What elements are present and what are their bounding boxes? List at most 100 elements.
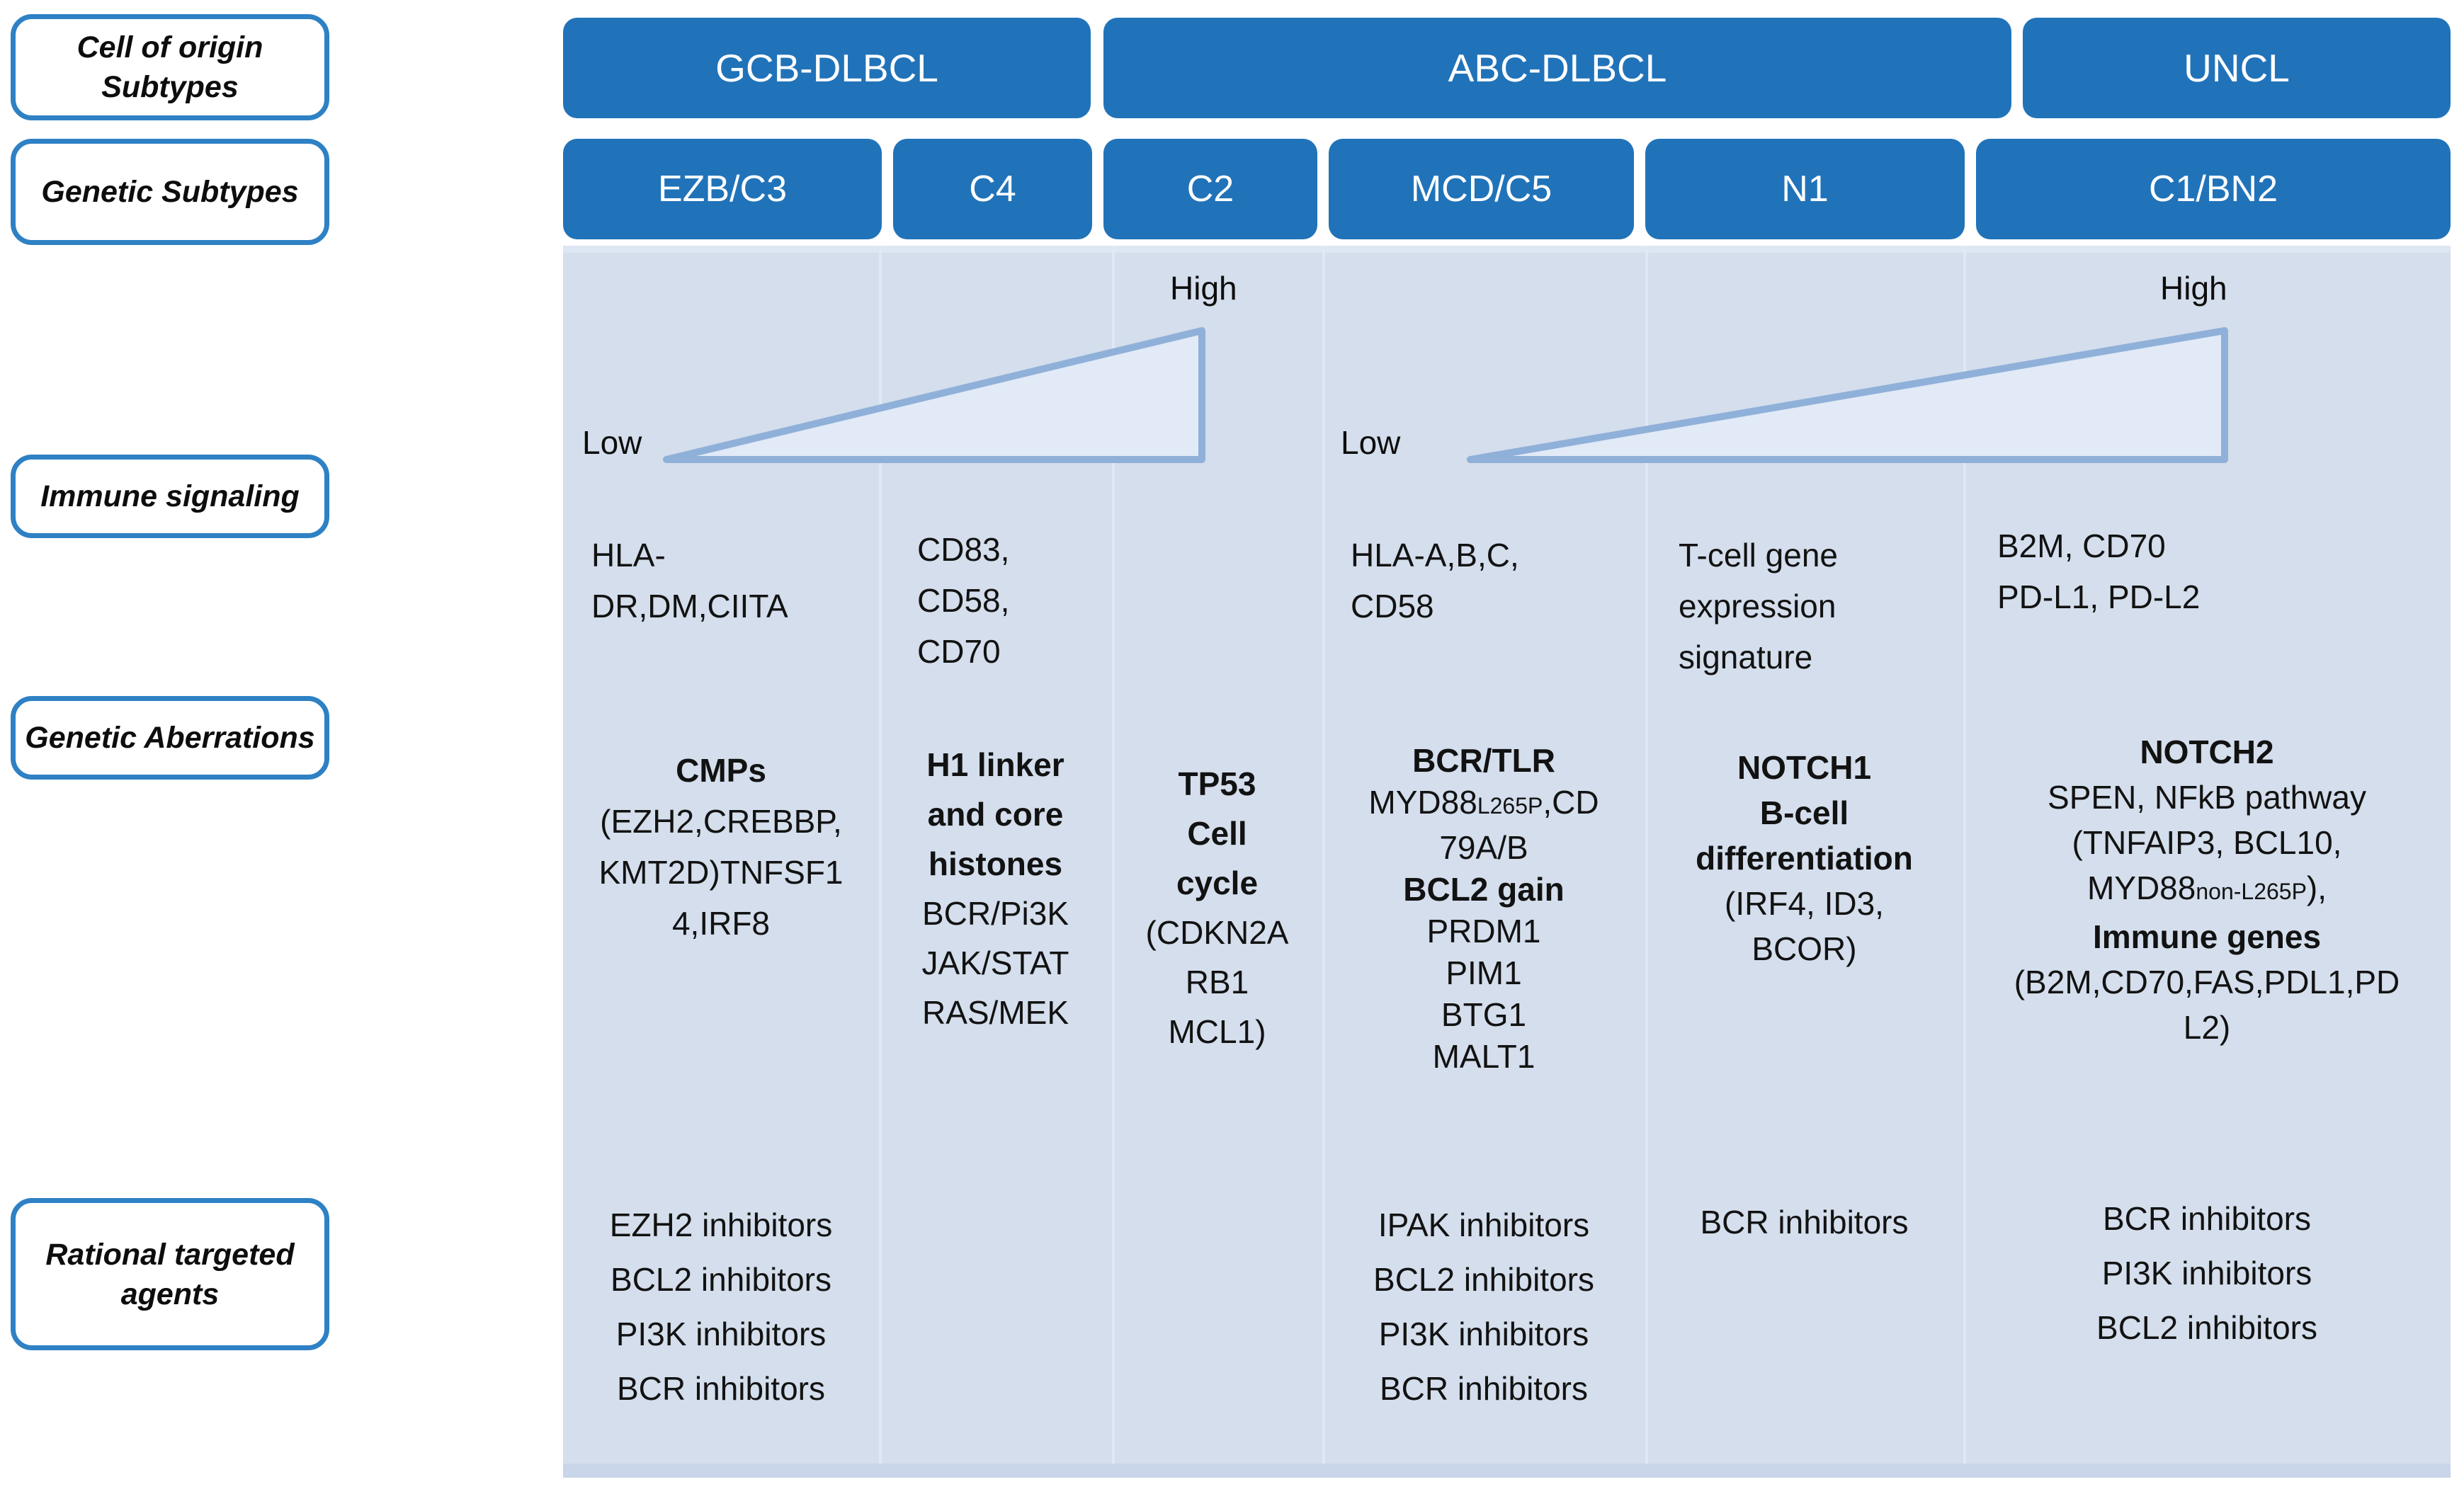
aberrations-line: histones bbox=[928, 845, 1063, 882]
aberrations-line: (EZH2,CREBBP, bbox=[600, 803, 842, 840]
aberrations-line: 4,IRF8 bbox=[671, 905, 771, 942]
aberrations-line: differentiation bbox=[1696, 840, 1913, 877]
aberrations-line: BCR/TLR bbox=[1412, 742, 1555, 779]
immune-line: CD58, bbox=[917, 582, 1010, 619]
agents-line: PI3K inhibitors bbox=[615, 1316, 827, 1352]
panel-bottom-edge bbox=[563, 1464, 2451, 1478]
row-label-rational-targeted-agents: Rational targeted agents bbox=[11, 1198, 329, 1350]
column-divider bbox=[1112, 246, 1115, 1478]
aberrations-line: cycle bbox=[1176, 865, 1259, 901]
aberrations-line: BCR/Pi3K bbox=[921, 895, 1069, 932]
aberrations-line: RAS/MEK bbox=[921, 994, 1069, 1031]
immune-line: T-cell gene bbox=[1679, 537, 1839, 574]
aberrations-line: BTG1 bbox=[1441, 996, 1527, 1033]
immune-line: CD70 bbox=[917, 633, 1001, 670]
subtype-header-c2: C2 bbox=[1103, 139, 1317, 239]
agents-line: BCR inhibitors bbox=[2103, 1200, 2311, 1237]
agents-line: BCL2 inhibitors bbox=[611, 1261, 831, 1298]
subtype-header-n1: N1 bbox=[1645, 139, 1965, 239]
aberrations-line: L2) bbox=[2183, 1009, 2231, 1046]
column-divider bbox=[1645, 246, 1648, 1478]
aberrations-line: 79A/B bbox=[1439, 829, 1528, 866]
immune-signaling-mcd-c5: HLA-A,B,C, CD58 bbox=[1322, 530, 1645, 632]
aberrations-line: and core bbox=[927, 796, 1064, 833]
aberrations-line: MYD88L265P,CD bbox=[1322, 782, 1645, 827]
immune-line: HLA-A,B,C, bbox=[1351, 537, 1519, 574]
subtype-header-ezb-c3: EZB/C3 bbox=[563, 139, 882, 239]
targeted-agents-n1: BCR inhibitors bbox=[1645, 1195, 1963, 1250]
immune-line: B2M, CD70 bbox=[1997, 528, 2166, 564]
immune-line: DR,DM,CIITA bbox=[591, 588, 788, 625]
aberrations-line: SPEN, NFkB pathway bbox=[2048, 779, 2366, 816]
subtype-header-mcd-c5: MCD/C5 bbox=[1329, 139, 1634, 239]
immune-signaling-c4: CD83, CD58, CD70 bbox=[889, 524, 1112, 677]
agents-line: BCL2 inhibitors bbox=[1373, 1261, 1594, 1298]
agents-line: BCR inhibitors bbox=[617, 1370, 825, 1407]
aberrations-line: B-cell bbox=[1759, 794, 1849, 831]
aberrations-line: (B2M,CD70,FAS,PDL1,PD bbox=[2014, 964, 2400, 1000]
aberrations-line: Immune genes bbox=[2092, 918, 2322, 955]
gradient-low-label-right: Low bbox=[1341, 424, 1401, 461]
aberrations-line: H1 linker bbox=[926, 746, 1064, 783]
gradient-high-label-left: High bbox=[1170, 270, 1237, 307]
agents-line: BCL2 inhibitors bbox=[2096, 1309, 2317, 1346]
immune-line: CD58 bbox=[1351, 588, 1434, 625]
row-label-genetic-aberrations: Genetic Aberrations bbox=[11, 696, 329, 780]
aberrations-line: MCL1) bbox=[1168, 1013, 1266, 1050]
row-label-genetic-subtypes: Genetic Subtypes bbox=[11, 139, 329, 245]
aberrations-line: TP53 bbox=[1178, 765, 1256, 802]
gene-text: L265P bbox=[1477, 793, 1543, 819]
aberrations-line: PRDM1 bbox=[1426, 913, 1541, 950]
aberrations-line: (TNFAIP3, BCL10, bbox=[2072, 824, 2342, 861]
subtype-header-c4: C4 bbox=[893, 139, 1092, 239]
gene-text: ), bbox=[2306, 869, 2327, 906]
immune-line: HLA- bbox=[591, 537, 666, 574]
header-gcb-dlbcl: GCB-DLBCL bbox=[563, 18, 1091, 118]
aberrations-line: RB1 bbox=[1185, 964, 1249, 1000]
gradient-low-label-left: Low bbox=[582, 424, 642, 461]
gene-text: MYD88 bbox=[1368, 784, 1477, 821]
subtype-header-c1-bn2: C1/BN2 bbox=[1976, 139, 2451, 239]
gene-text: ,CD bbox=[1543, 784, 1599, 821]
immune-signaling-ezb-c3: HLA- DR,DM,CIITA bbox=[563, 530, 879, 632]
aberrations-line: PIM1 bbox=[1446, 954, 1522, 991]
agents-line: BCR inhibitors bbox=[1380, 1370, 1588, 1407]
header-abc-dlbcl: ABC-DLBCL bbox=[1103, 18, 2011, 118]
gene-text: non-L265P bbox=[2196, 879, 2307, 904]
gene-text: MYD88 bbox=[2087, 869, 2196, 906]
immune-line: expression bbox=[1679, 588, 1836, 625]
aberrations-line: (IRF4, ID3, bbox=[1725, 885, 1884, 922]
aberrations-line: Cell bbox=[1187, 815, 1247, 852]
immune-line: CD83, bbox=[917, 531, 1010, 568]
agents-line: BCR inhibitors bbox=[1700, 1204, 1909, 1241]
agents-line: EZH2 inhibitors bbox=[609, 1207, 833, 1243]
agents-line: PI3K inhibitors bbox=[1378, 1316, 1589, 1352]
immune-signaling-n1: T-cell gene expression signature bbox=[1650, 530, 1963, 683]
aberrations-line: MALT1 bbox=[1432, 1038, 1535, 1075]
aberrations-line: JAK/STAT bbox=[921, 945, 1069, 981]
immune-line: signature bbox=[1679, 639, 1813, 675]
aberrations-line: NOTCH1 bbox=[1737, 749, 1872, 786]
row-label-cell-of-origin-subtypes: Cell of origin Subtypes bbox=[11, 14, 329, 120]
column-divider bbox=[1322, 246, 1325, 1478]
agents-line: PI3K inhibitors bbox=[2101, 1255, 2312, 1291]
column-divider bbox=[879, 246, 882, 1478]
agents-line: IPAK inhibitors bbox=[1378, 1207, 1590, 1243]
header-uncl: UNCL bbox=[2023, 18, 2451, 118]
aberrations-line: BCL2 gain bbox=[1403, 871, 1565, 908]
aberrations-line: NOTCH2 bbox=[2140, 734, 2274, 770]
panel-top-edge bbox=[563, 246, 2451, 253]
gradient-high-label-right: High bbox=[2160, 270, 2227, 307]
column-divider bbox=[1963, 246, 1966, 1478]
aberrations-line: CMPs bbox=[676, 752, 766, 789]
aberrations-line: BCOR) bbox=[1752, 930, 1857, 967]
